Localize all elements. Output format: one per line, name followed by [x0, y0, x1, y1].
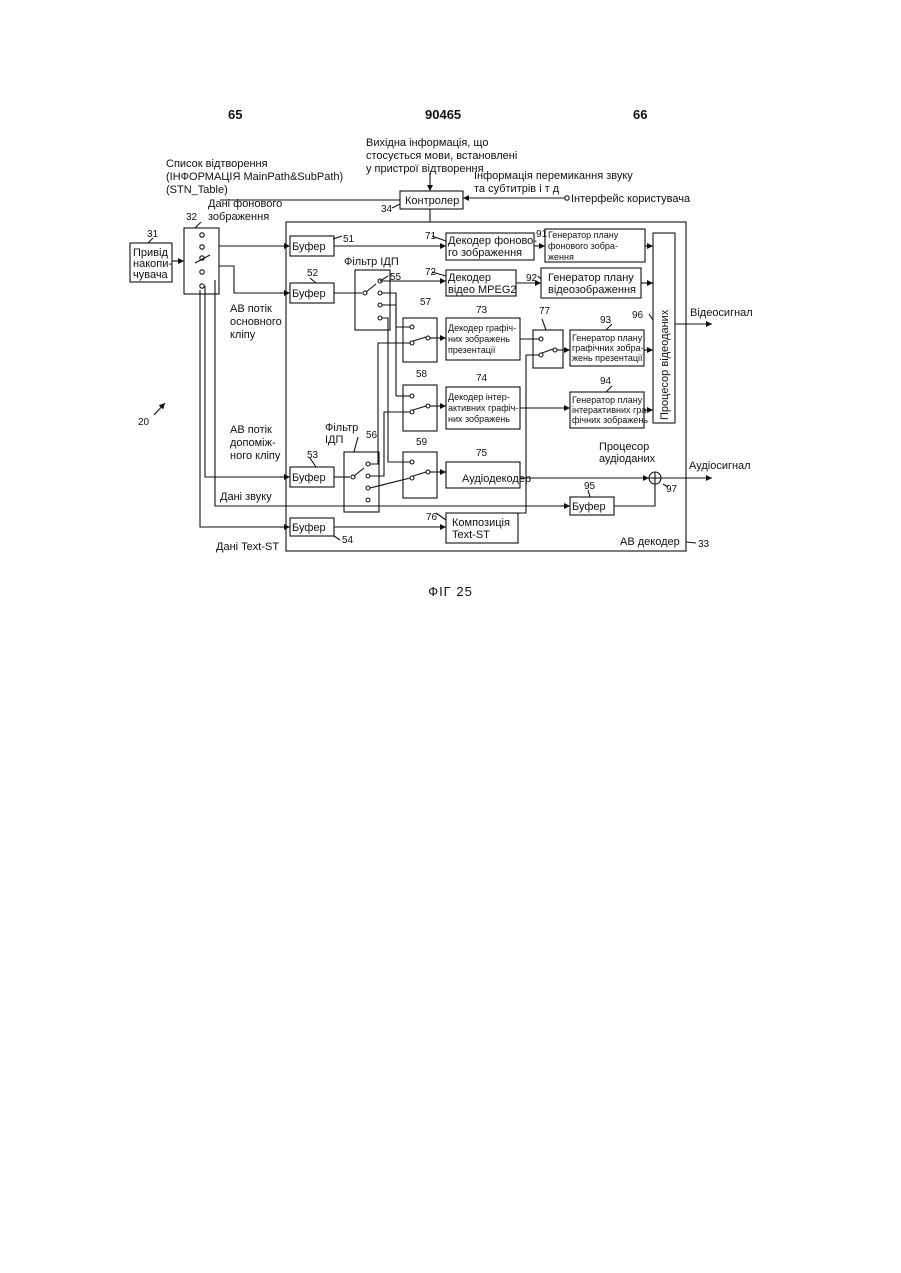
video-processor-label: Процесор відеоданих — [659, 309, 671, 420]
controller-label: Контролер — [405, 195, 459, 207]
ref-71: 71 — [425, 231, 437, 242]
ref-92: 92 — [526, 273, 538, 284]
pid-filter-56-box — [344, 452, 379, 512]
ref-97: 97 — [666, 484, 678, 495]
video-plane-label: Генератор планувідеозображення — [548, 272, 636, 296]
ref-32: 32 — [186, 212, 198, 223]
ref-77: 77 — [539, 306, 551, 317]
av-decoder-label: АВ декодер — [620, 536, 680, 548]
user-interface-label: Інтерфейс користувача — [571, 193, 691, 205]
bg-decoder-label: Декодер фоново-го зображення — [448, 235, 537, 259]
pid-filter-55-label: Фільтр ІДП — [344, 256, 399, 268]
switch-info-label: Інформація перемикання звукута субтитрів… — [474, 170, 633, 195]
playlist-label: Список відтворення(ІНФОРМАЦІЯ MainPath&S… — [166, 158, 343, 196]
ref-53: 53 — [307, 450, 319, 461]
text-st-label: КомпозиціяText-ST — [452, 517, 510, 541]
ref-57: 57 — [420, 297, 432, 308]
audio-processor-label: Процесораудіоданих — [599, 441, 656, 465]
pg-decoder-label: Декодер графіч-них зображеньпрезентації — [448, 323, 516, 355]
ref-58: 58 — [416, 369, 428, 380]
switch-59-box — [403, 452, 437, 498]
ref-33: 33 — [698, 539, 710, 550]
ref-34: 34 — [381, 204, 393, 215]
ref-76: 76 — [426, 512, 438, 523]
ref-74: 74 — [476, 373, 488, 384]
buffer-51-label: Буфер — [292, 241, 326, 253]
switch-77-box — [533, 330, 563, 368]
ref-51: 51 — [343, 234, 355, 245]
ref-20: 20 — [138, 417, 150, 428]
ig-plane-label: Генератор плануінтерактивних гра-фічних … — [572, 395, 649, 425]
ref-95: 95 — [584, 481, 596, 492]
buffer-53-label: Буфер — [292, 472, 326, 484]
ref-52: 52 — [307, 268, 319, 279]
drive-label: Привіднакопи-чувача — [133, 247, 172, 281]
ref-59: 59 — [416, 437, 428, 448]
ref-55: 55 — [390, 272, 402, 283]
video-output-label: Відеосигнал — [690, 307, 753, 319]
ref-31: 31 — [147, 229, 159, 240]
main-clip-label: АВ потікосновногокліпу — [230, 303, 282, 341]
audio-output-label: Аудіосигнал — [689, 460, 751, 472]
buffer-54-label: Буфер — [292, 522, 326, 534]
ref-94: 94 — [600, 376, 612, 387]
mpeg2-decoder-label: Декодервідео MPEG2 — [448, 272, 517, 296]
switch-57-box — [403, 318, 437, 362]
ref-91: 91 — [536, 229, 548, 240]
ig-decoder-label: Декодер інтер-активних графіч-них зображ… — [448, 392, 518, 424]
buffer-52-label: Буфер — [292, 288, 326, 300]
ref-56: 56 — [366, 430, 378, 441]
pid-filter-56-label: ФільтрІДП — [325, 422, 358, 446]
bg-plane-label: Генератор плануфонового зобра-ження — [548, 230, 619, 262]
ref-54: 54 — [342, 535, 354, 546]
pg-plane-label: Генератор плануграфічних зобра-жень през… — [572, 333, 644, 363]
bg-data-label: Дані фоновогозображення — [208, 198, 282, 223]
ref-93: 93 — [600, 315, 612, 326]
audio-decoder-label: Аудіодекодер — [462, 473, 531, 485]
text-st-data-label: Дані Text-ST — [216, 541, 279, 553]
ref-72: 72 — [425, 267, 437, 278]
ref-73: 73 — [476, 305, 488, 316]
sound-data-label: Дані звуку — [220, 491, 272, 503]
figure-caption: ФІГ 25 — [0, 584, 901, 599]
sub-clip-label: АВ потікдопоміж-ного кліпу — [230, 424, 281, 462]
ref-96: 96 — [632, 310, 644, 321]
block-diagram: Список відтворення(ІНФОРМАЦІЯ MainPath&S… — [0, 0, 901, 600]
pid-filter-55-box — [355, 270, 390, 330]
buffer-95-label: Буфер — [572, 501, 606, 513]
ref-75: 75 — [476, 448, 488, 459]
